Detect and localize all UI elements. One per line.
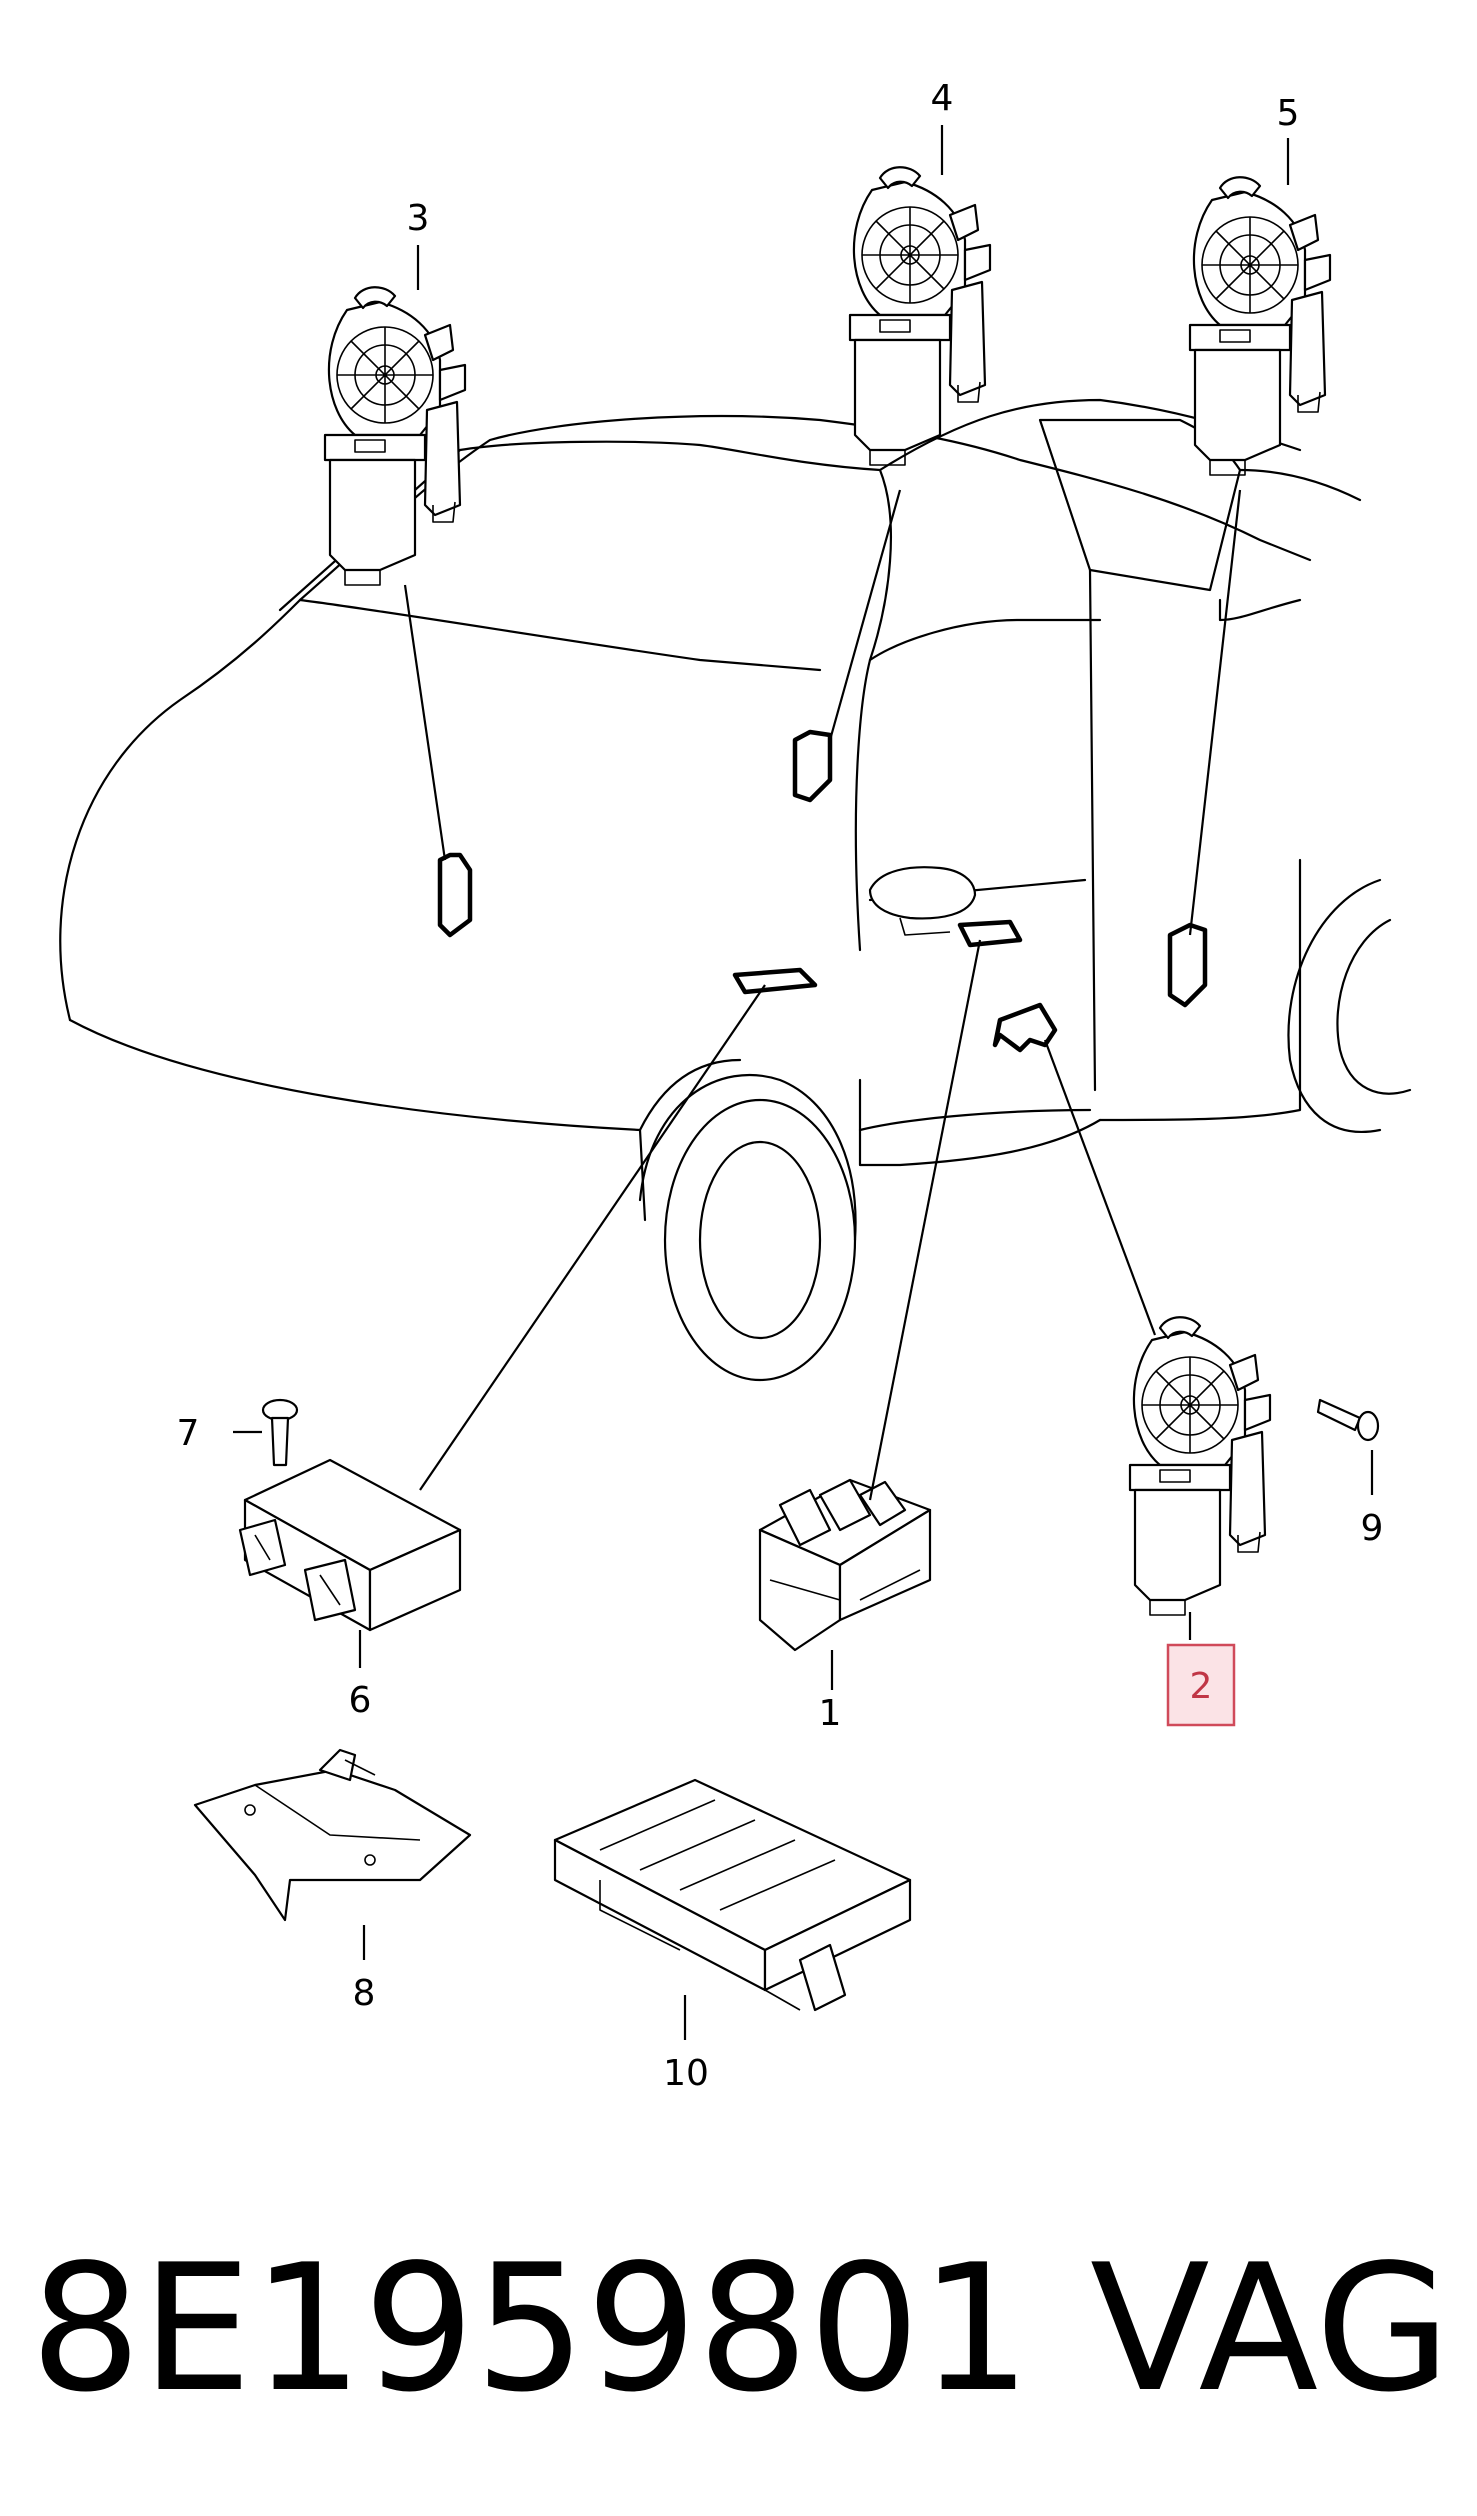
window-motor-5 xyxy=(1188,176,1332,477)
screw-9 xyxy=(1316,1398,1380,1442)
window-motor-4 xyxy=(848,166,992,467)
callout-4: 4 xyxy=(931,78,954,119)
part-number: 8E1959801 xyxy=(30,2228,1032,2431)
callout-1: 1 xyxy=(819,1693,842,1734)
callout-9: 9 xyxy=(1361,1508,1384,1549)
footer: 8E1959801 VAG xyxy=(0,2230,1477,2430)
highlight-box-2 xyxy=(1166,1643,1236,1727)
callout-8: 8 xyxy=(353,1973,376,2014)
callout-3: 3 xyxy=(407,198,430,239)
bracket-8 xyxy=(193,1748,472,1922)
callout-6: 6 xyxy=(349,1680,372,1721)
car-body-illustration xyxy=(59,398,1412,1382)
callout-10: 10 xyxy=(663,2053,709,2094)
callout-7: 7 xyxy=(177,1413,200,1454)
callout-2[interactable]: 2 xyxy=(1190,1666,1213,1707)
leader-lines xyxy=(233,125,1374,2040)
window-motor-2 xyxy=(1128,1316,1272,1617)
window-motor-3 xyxy=(323,286,467,587)
screw-7 xyxy=(261,1398,299,1467)
callout-5: 5 xyxy=(1277,93,1300,134)
module-10 xyxy=(553,1778,912,2012)
switch-1 xyxy=(758,1478,932,1652)
car-part-markers xyxy=(437,729,1208,1053)
brand-name: VAG xyxy=(1090,2228,1451,2431)
callout-labels: 3 4 5 7 6 1 9 8 10 2 xyxy=(177,78,1384,2094)
control-unit-6 xyxy=(238,1458,462,1632)
